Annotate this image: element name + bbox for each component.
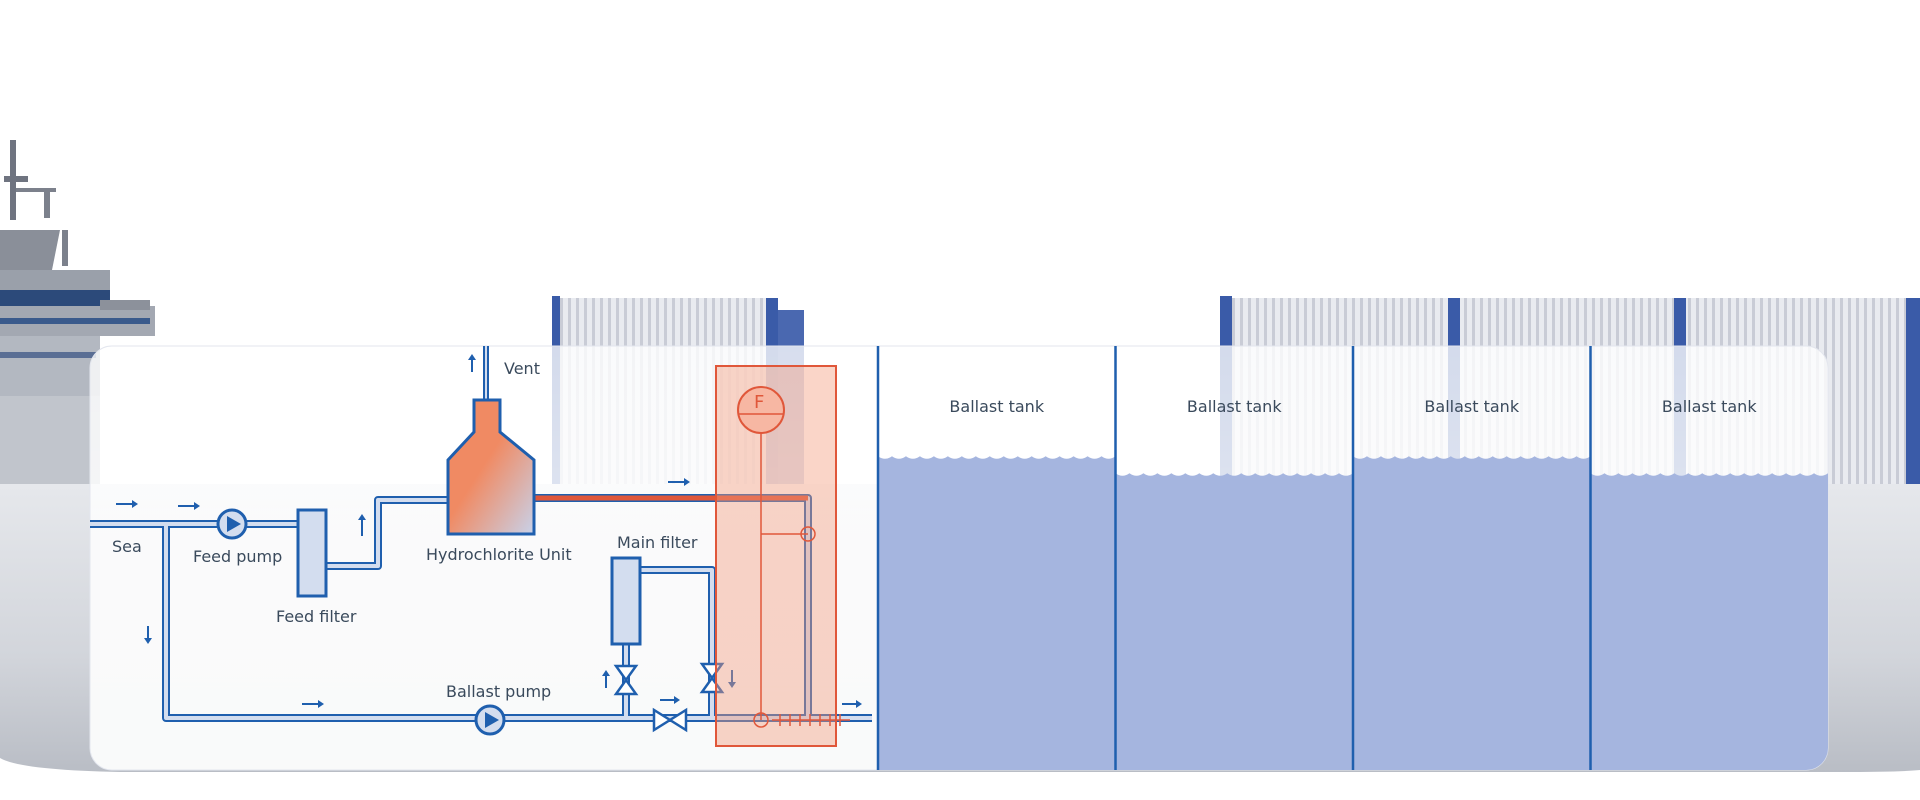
hydrochlorite-unit	[446, 398, 536, 536]
ship-superstructure	[0, 140, 155, 484]
radar-post	[44, 190, 50, 218]
container-stack-4-end	[1906, 298, 1920, 484]
flow-arrows	[116, 354, 862, 708]
sample-point-icon	[800, 526, 816, 542]
flow-arrow-icon	[728, 670, 736, 688]
hydrochlorite-tank	[446, 398, 536, 536]
label-flow-meter: F	[754, 392, 764, 413]
flow-arrow-icon	[668, 478, 690, 486]
treatment-module-highlight	[715, 365, 850, 747]
mast-top	[4, 176, 28, 182]
ballast-tank-label: Ballast tank	[1187, 397, 1282, 416]
label-feed-filter: Feed filter	[276, 607, 357, 626]
flow-arrow-icon	[144, 626, 152, 644]
pump-arrow	[485, 712, 499, 728]
bridge-deck-4	[0, 396, 100, 484]
flow-arrow-icon	[302, 700, 324, 708]
flow-arrow-icon	[468, 354, 476, 372]
tank-water	[1353, 456, 1591, 770]
flow-arrow-icon	[116, 500, 138, 508]
bridge-wing	[100, 300, 150, 310]
tank-water	[878, 456, 1116, 770]
bridge-deck-1	[0, 270, 110, 290]
feed-filter	[296, 508, 328, 598]
label-vent: Vent	[504, 359, 540, 378]
highlight-box	[715, 365, 837, 747]
flow-arrow-icon	[660, 696, 680, 704]
bridge-windows-2	[0, 318, 150, 324]
pipe-sea-down-inner	[164, 524, 872, 720]
label-feed-pump: Feed pump	[193, 547, 282, 566]
label-sea: Sea	[112, 537, 142, 556]
tank-water	[1590, 473, 1828, 770]
bridge-windows	[0, 290, 110, 306]
label-ballast-pump: Ballast pump	[446, 682, 551, 701]
ballast-tank-label: Ballast tank	[1662, 397, 1757, 416]
bridge-deck-3	[0, 336, 100, 396]
injection-point-icon	[753, 712, 769, 728]
label-hydrochlorite-unit: Hydrochlorite Unit	[426, 545, 572, 564]
valve-icon	[613, 664, 639, 696]
ballast-pump	[474, 704, 506, 736]
pump-arrow	[227, 516, 241, 532]
funnel	[0, 230, 60, 270]
flow-arrow-icon	[842, 700, 862, 708]
flow-arrow-icon	[178, 502, 200, 510]
main-filter	[610, 556, 642, 646]
flow-arrow-icon	[602, 670, 610, 688]
valve-icon	[652, 707, 688, 733]
ballast-tank-label: Ballast tank	[1424, 397, 1519, 416]
mast-arm	[16, 188, 56, 192]
feed-pump	[216, 508, 248, 540]
radar-post-2	[62, 230, 68, 266]
ballast-tank-label: Ballast tank	[949, 397, 1044, 416]
flow-arrow-icon	[358, 514, 366, 536]
tank-water	[1115, 473, 1353, 770]
ballast-tanks: Ballast tank Ballast tank Ballast tank Ball…	[876, 346, 1828, 770]
flow-meter-icon	[737, 386, 785, 434]
bridge-windows-3	[0, 352, 96, 358]
injection-manifold	[772, 714, 850, 726]
label-main-filter: Main filter	[617, 533, 698, 552]
